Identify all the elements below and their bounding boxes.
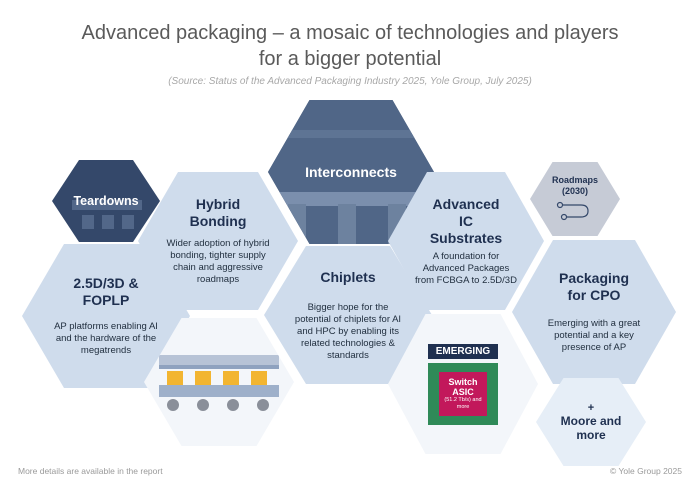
hex-moore-and-more: + Moore and more — [536, 378, 646, 466]
foplp-desc: AP platforms enabling AI and the hardwar… — [54, 321, 158, 356]
hex-package-illustration — [144, 318, 294, 446]
teardown-pcb-texture — [72, 200, 142, 229]
hex-packaging-cpo: Packaging for CPO Emerging with a great … — [512, 240, 676, 384]
moore-title: Moore and more — [560, 414, 622, 442]
package-cross-section-illustration — [159, 355, 279, 411]
source-note: (Source: Status of the Advanced Packagin… — [168, 76, 532, 87]
switch-asic-die: Switch ASIC (51.2 Tb/s) and more — [439, 371, 487, 416]
teardowns-title: Teardowns — [73, 193, 139, 208]
page-title: Advanced packaging – a mosaic of technol… — [0, 20, 700, 72]
hex-emerging-switch-asic: EMERGING Switch ASIC (51.2 Tb/s) and mor… — [388, 314, 538, 454]
chiplets-desc: Bigger hope for the potential of chiplet… — [294, 301, 402, 361]
chiplets-title: Chiplets — [320, 268, 376, 285]
footer-note: More details are available in the report — [18, 466, 163, 476]
interconnects-title: Interconnects — [305, 163, 397, 180]
moore-plus: + — [587, 402, 595, 414]
roadmap-route-icon — [556, 201, 589, 221]
switch-asic-title: Switch ASIC — [448, 376, 478, 397]
foplp-title: 2.5D/3D & FOPLP — [73, 275, 139, 308]
emerging-badge: EMERGING — [427, 343, 499, 359]
hex-teardowns: Teardowns — [52, 160, 160, 242]
substrates-desc: A foundation for Advanced Packages from … — [415, 250, 517, 286]
hybrid-bonding-title: Hybrid Bonding — [189, 196, 247, 229]
copyright: © Yole Group 2025 — [610, 466, 682, 476]
cpo-title: Packaging for CPO — [558, 270, 630, 303]
switch-asic-sub: (51.2 Tb/s) and more — [444, 396, 482, 410]
switch-asic-chip: Switch ASIC (51.2 Tb/s) and more — [428, 362, 498, 425]
cpo-desc: Emerging with a great potential and a ke… — [547, 318, 641, 353]
hybrid-bonding-desc: Wider adoption of hybrid bonding, tighte… — [166, 238, 270, 285]
title-line-1: Advanced packaging – a mosaic of technol… — [81, 22, 619, 44]
title-line-2: for a bigger potential — [258, 48, 442, 70]
substrates-title: Advanced IC Substrates — [429, 195, 503, 246]
roadmaps-title: Roadmaps (2030) — [551, 175, 598, 196]
hex-roadmaps: Roadmaps (2030) — [530, 162, 620, 236]
